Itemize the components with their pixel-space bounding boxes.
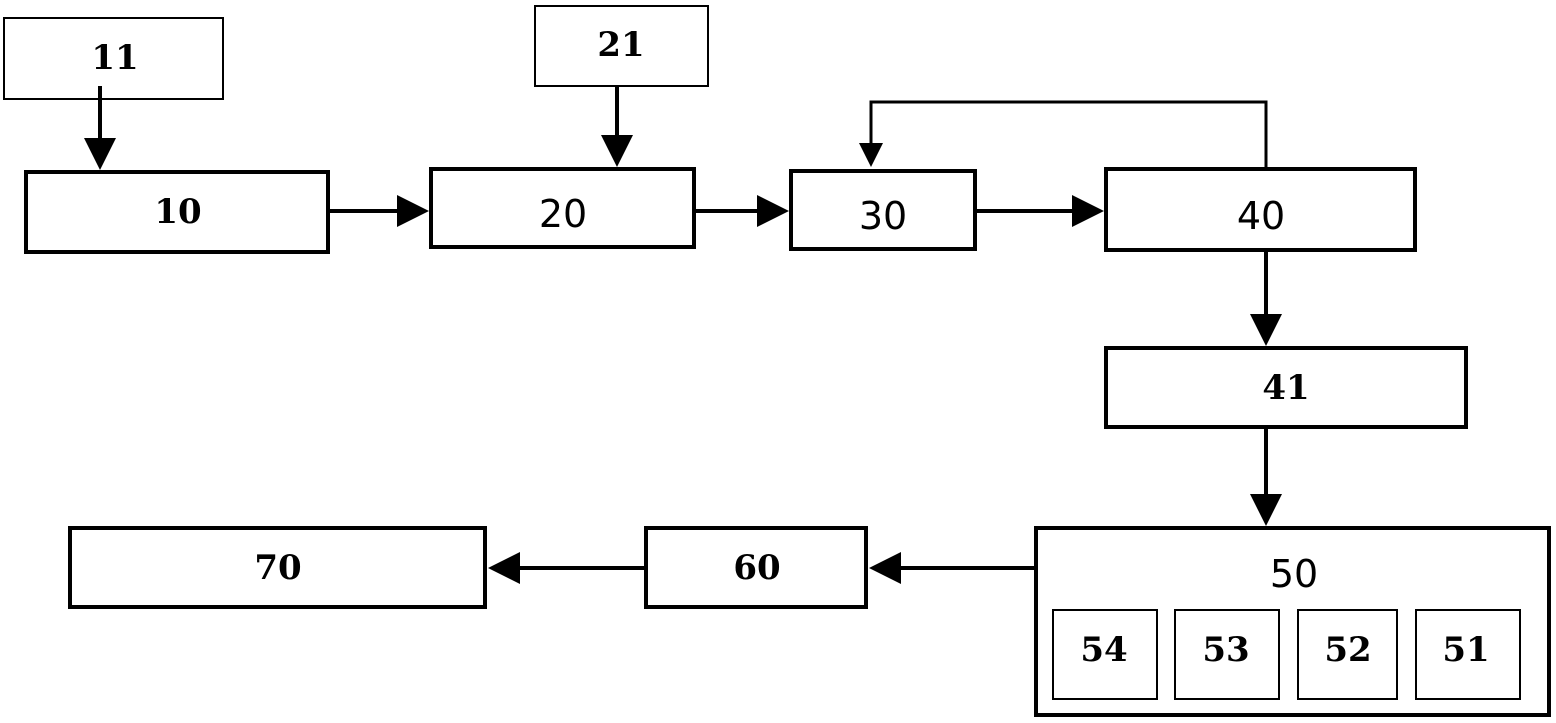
block-60: 60 — [644, 526, 868, 609]
block-21-label: 21 — [597, 25, 644, 65]
block-50-label: 50 — [1270, 552, 1318, 596]
block-53: 53 — [1174, 609, 1280, 700]
block-54-label: 54 — [1080, 630, 1127, 670]
block-40-label: 40 — [1237, 194, 1285, 238]
block-50: 50 54 53 52 51 — [1034, 526, 1551, 717]
block-54: 54 — [1052, 609, 1158, 700]
block-30: 30 — [789, 169, 977, 251]
block-52: 52 — [1297, 609, 1398, 700]
block-41-label: 41 — [1262, 368, 1309, 408]
block-53-label: 53 — [1202, 630, 1249, 670]
block-11-label: 11 — [91, 38, 138, 78]
block-41: 41 — [1104, 346, 1468, 429]
block-11: 11 — [3, 17, 224, 100]
block-70: 70 — [68, 526, 487, 609]
block-52-label: 52 — [1324, 630, 1371, 670]
feedback-40-to-30 — [859, 100, 1268, 169]
block-20-label: 20 — [539, 192, 587, 236]
block-40: 40 — [1104, 167, 1417, 252]
block-10: 10 — [24, 170, 330, 254]
block-21: 21 — [534, 5, 709, 87]
block-51: 51 — [1415, 609, 1521, 700]
block-60-label: 60 — [733, 548, 780, 588]
block-20: 20 — [429, 167, 696, 249]
block-30-label: 30 — [859, 194, 907, 238]
block-70-label: 70 — [254, 548, 301, 588]
block-51-label: 51 — [1442, 630, 1489, 670]
block-10-label: 10 — [154, 192, 201, 232]
